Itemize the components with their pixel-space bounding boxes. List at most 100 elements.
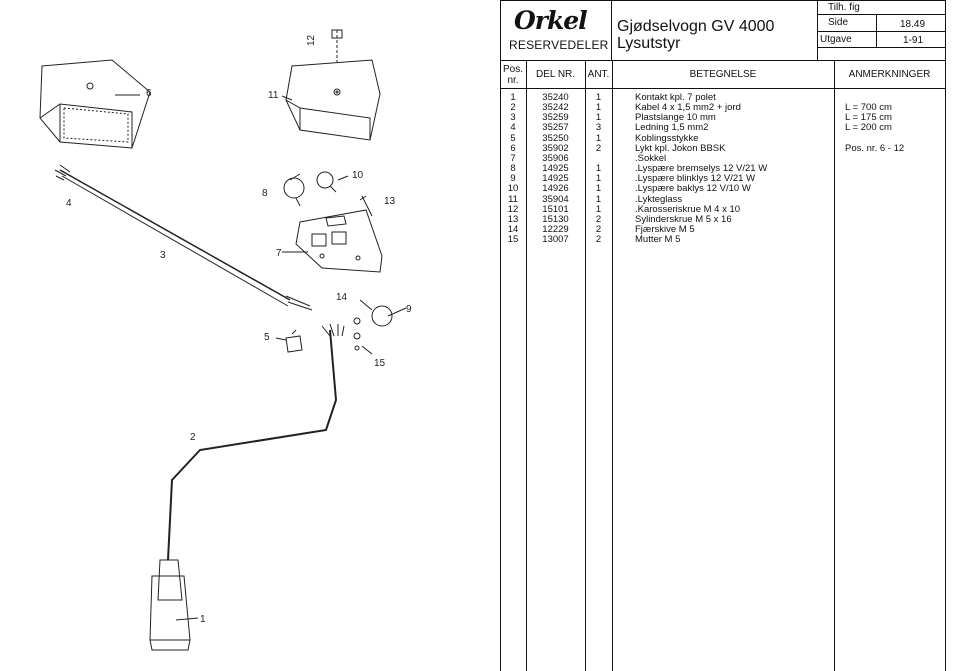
row-ant: 2 xyxy=(595,234,602,246)
callout-1: 1 xyxy=(200,614,206,625)
row-ant: 2 xyxy=(595,224,602,236)
row-ant: 1 xyxy=(595,163,602,175)
row-pos: 3 xyxy=(510,112,516,124)
row-pos: 13 xyxy=(507,213,519,225)
document-title: Gjødselvogn GV 4000 Lysutstyr xyxy=(617,18,774,52)
row-anmerkning: L = 200 cm xyxy=(845,122,892,134)
reservedeler-label: RESERVEDELER xyxy=(509,38,609,52)
row-anmerkning xyxy=(845,225,944,235)
row-anmerkning xyxy=(845,174,944,184)
row-pos: 6 xyxy=(510,142,516,154)
col-header-anmerkninger: ANMERKNINGER xyxy=(848,69,931,80)
title-line-2: Lysutstyr xyxy=(617,35,681,52)
side-label: Side xyxy=(828,17,849,28)
row-pos: 5 xyxy=(510,132,516,144)
exploded-parts-drawing: 12 6 11 4 8 10 13 7 3 14 9 5 15 2 1 xyxy=(39,29,412,651)
row-pos: 9 xyxy=(510,173,516,185)
callout-14: 14 xyxy=(336,292,348,303)
row-ant: 1 xyxy=(595,193,602,205)
row-anmerkning xyxy=(845,154,944,164)
callout-10: 10 xyxy=(352,170,364,181)
callout-13: 13 xyxy=(384,196,396,207)
col-header-ant: ANT. xyxy=(587,69,610,80)
lamp-base-7-illustration xyxy=(295,209,383,273)
callout-3: 3 xyxy=(160,250,166,261)
col-header-betegnelse: BETEGNELSE xyxy=(689,69,757,80)
row-betegnelse: Mutter M 5 xyxy=(635,234,681,246)
row-betegnelse: .Lykteglass xyxy=(635,193,683,205)
row-pos: 10 xyxy=(507,183,519,195)
row-betegnelse: Koblingsstykke xyxy=(635,132,699,144)
row-ant: 1 xyxy=(595,102,602,114)
row-betegnelse: Lykt kpl. Jokon BBSK xyxy=(635,142,726,154)
row-del-nr: 35257 xyxy=(542,122,569,134)
row-betegnelse: .Sokkel xyxy=(635,152,667,164)
row-betegnelse: Fjærskive M 5 xyxy=(635,224,695,236)
side-value: 18.49 xyxy=(900,19,926,30)
callout-7: 7 xyxy=(276,248,282,259)
row-betegnelse: Sylinderskrue M 5 x 16 xyxy=(635,213,732,225)
callout-6: 6 xyxy=(146,88,152,99)
row-betegnelse: .Karosseriskrue M 4 x 10 xyxy=(635,203,741,215)
row-del-nr: 35259 xyxy=(542,112,569,124)
row-del-nr: 14925 xyxy=(542,173,569,185)
plug-1-illustration xyxy=(149,559,199,651)
row-ant: 1 xyxy=(595,92,602,103)
row-del-nr: 35240 xyxy=(542,92,569,103)
col-header-pos: Pos. nr. xyxy=(502,64,523,86)
row-anmerkning xyxy=(845,205,944,215)
row-del-nr: 35250 xyxy=(542,132,569,144)
parts-list-sheet: Orkel RESERVEDELER Gjødselvogn GV 4000 L… xyxy=(500,0,946,671)
row-del-nr: 15101 xyxy=(542,203,569,215)
row-del-nr: 35902 xyxy=(542,142,569,154)
row-del-nr: 14925 xyxy=(542,163,569,175)
row-ant: 1 xyxy=(595,173,602,185)
row-anmerkning xyxy=(845,215,944,225)
row-pos: 8 xyxy=(510,163,516,175)
header-logo-cell: Orkel RESERVEDELER xyxy=(500,0,611,60)
col-header-del-nr: DEL NR. xyxy=(535,69,576,80)
row-del-nr: 13007 xyxy=(542,234,569,246)
tilh-fig-label: Tilh. fig xyxy=(828,2,860,13)
row-pos: 12 xyxy=(507,203,519,215)
row-del-nr: 35906 xyxy=(542,152,569,164)
row-del-nr: 14926 xyxy=(542,183,569,195)
row-anmerkning: L = 700 cm xyxy=(845,102,892,114)
utgave-label: Utgave xyxy=(820,34,852,45)
row-betegnelse: Kabel 4 x 1,5 mm2 + jord xyxy=(635,102,741,114)
row-betegnelse: .Lyspære bremselys 12 V/21 W xyxy=(635,163,768,175)
row-anmerkning xyxy=(845,164,944,174)
row-pos: 15 xyxy=(507,234,519,246)
row-pos: 11 xyxy=(508,193,518,205)
row-anmerkning xyxy=(845,235,944,245)
row-anmerkning: L = 175 cm xyxy=(845,112,892,124)
callout-4: 4 xyxy=(66,198,72,209)
row-pos: 7 xyxy=(510,152,516,164)
callout-12: 12 xyxy=(306,34,317,46)
row-betegnelse: Plastslange 10 mm xyxy=(635,112,716,124)
row-pos: 14 xyxy=(507,224,519,236)
row-ant: 1 xyxy=(595,112,602,124)
callout-8: 8 xyxy=(262,188,268,199)
utgave-value: 1-91 xyxy=(903,35,924,46)
title-line-1: Gjødselvogn GV 4000 xyxy=(617,18,775,35)
callout-5: 5 xyxy=(264,332,270,343)
row-anmerkning xyxy=(845,184,944,194)
row-del-nr: 35242 xyxy=(542,102,569,114)
orkel-logo: Orkel xyxy=(514,6,588,35)
row-ant: 1 xyxy=(595,203,602,215)
callout-15: 15 xyxy=(374,358,386,369)
row-ant: 1 xyxy=(595,183,602,195)
row-pos: 1 xyxy=(510,92,516,103)
lamp-11-illustration xyxy=(285,59,381,141)
row-ant: 2 xyxy=(595,213,602,225)
row-anmerkning: Pos. nr. 6 - 12 xyxy=(845,142,905,154)
row-ant: 1 xyxy=(595,132,602,144)
row-del-nr: 35904 xyxy=(542,193,569,205)
row-anmerkning xyxy=(845,195,944,205)
